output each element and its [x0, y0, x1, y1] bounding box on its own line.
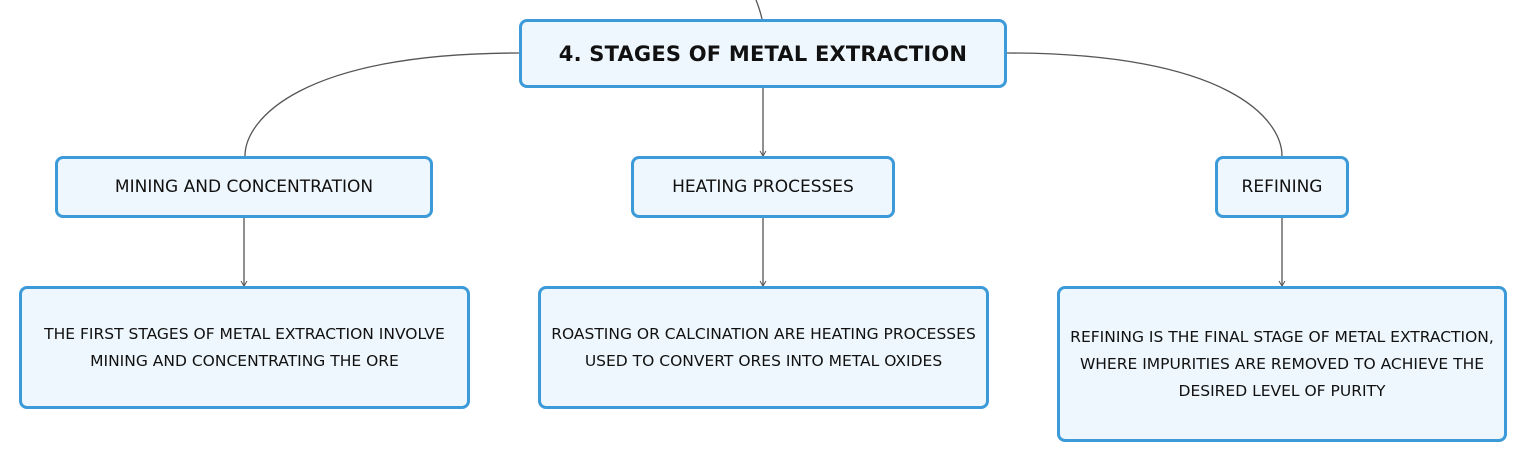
mining-detail-node[interactable]: THE FIRST STAGES OF METAL EXTRACTION INV…	[19, 286, 470, 409]
heating-detail-node[interactable]: ROASTING OR CALCINATION ARE HEATING PROC…	[538, 286, 989, 409]
root-node[interactable]: 4. STAGES OF METAL EXTRACTION	[519, 19, 1007, 88]
refining-detail-text: REFINING IS THE FINAL STAGE OF METAL EXT…	[1070, 327, 1494, 400]
heating-processes-node[interactable]: HEATING PROCESSES	[631, 156, 895, 218]
refining-detail-node[interactable]: REFINING IS THE FINAL STAGE OF METAL EXT…	[1057, 286, 1507, 442]
connector-root-to-mining	[244, 52, 520, 157]
heating-detail-text: ROASTING OR CALCINATION ARE HEATING PROC…	[551, 324, 976, 370]
connector-incoming-root	[755, 0, 763, 20]
mining-and-concentration-label: MINING AND CONCENTRATION	[114, 177, 374, 197]
heating-processes-label: HEATING PROCESSES	[672, 177, 854, 197]
refining-label: REFINING	[1241, 177, 1323, 197]
mining-detail-text: THE FIRST STAGES OF METAL EXTRACTION INV…	[44, 324, 445, 370]
mining-and-concentration-node[interactable]: MINING AND CONCENTRATION	[55, 156, 433, 218]
connector-root-to-refining	[1006, 52, 1283, 157]
refining-node[interactable]: REFINING	[1215, 156, 1349, 218]
root-node-label: 4. STAGES OF METAL EXTRACTION	[558, 41, 968, 66]
